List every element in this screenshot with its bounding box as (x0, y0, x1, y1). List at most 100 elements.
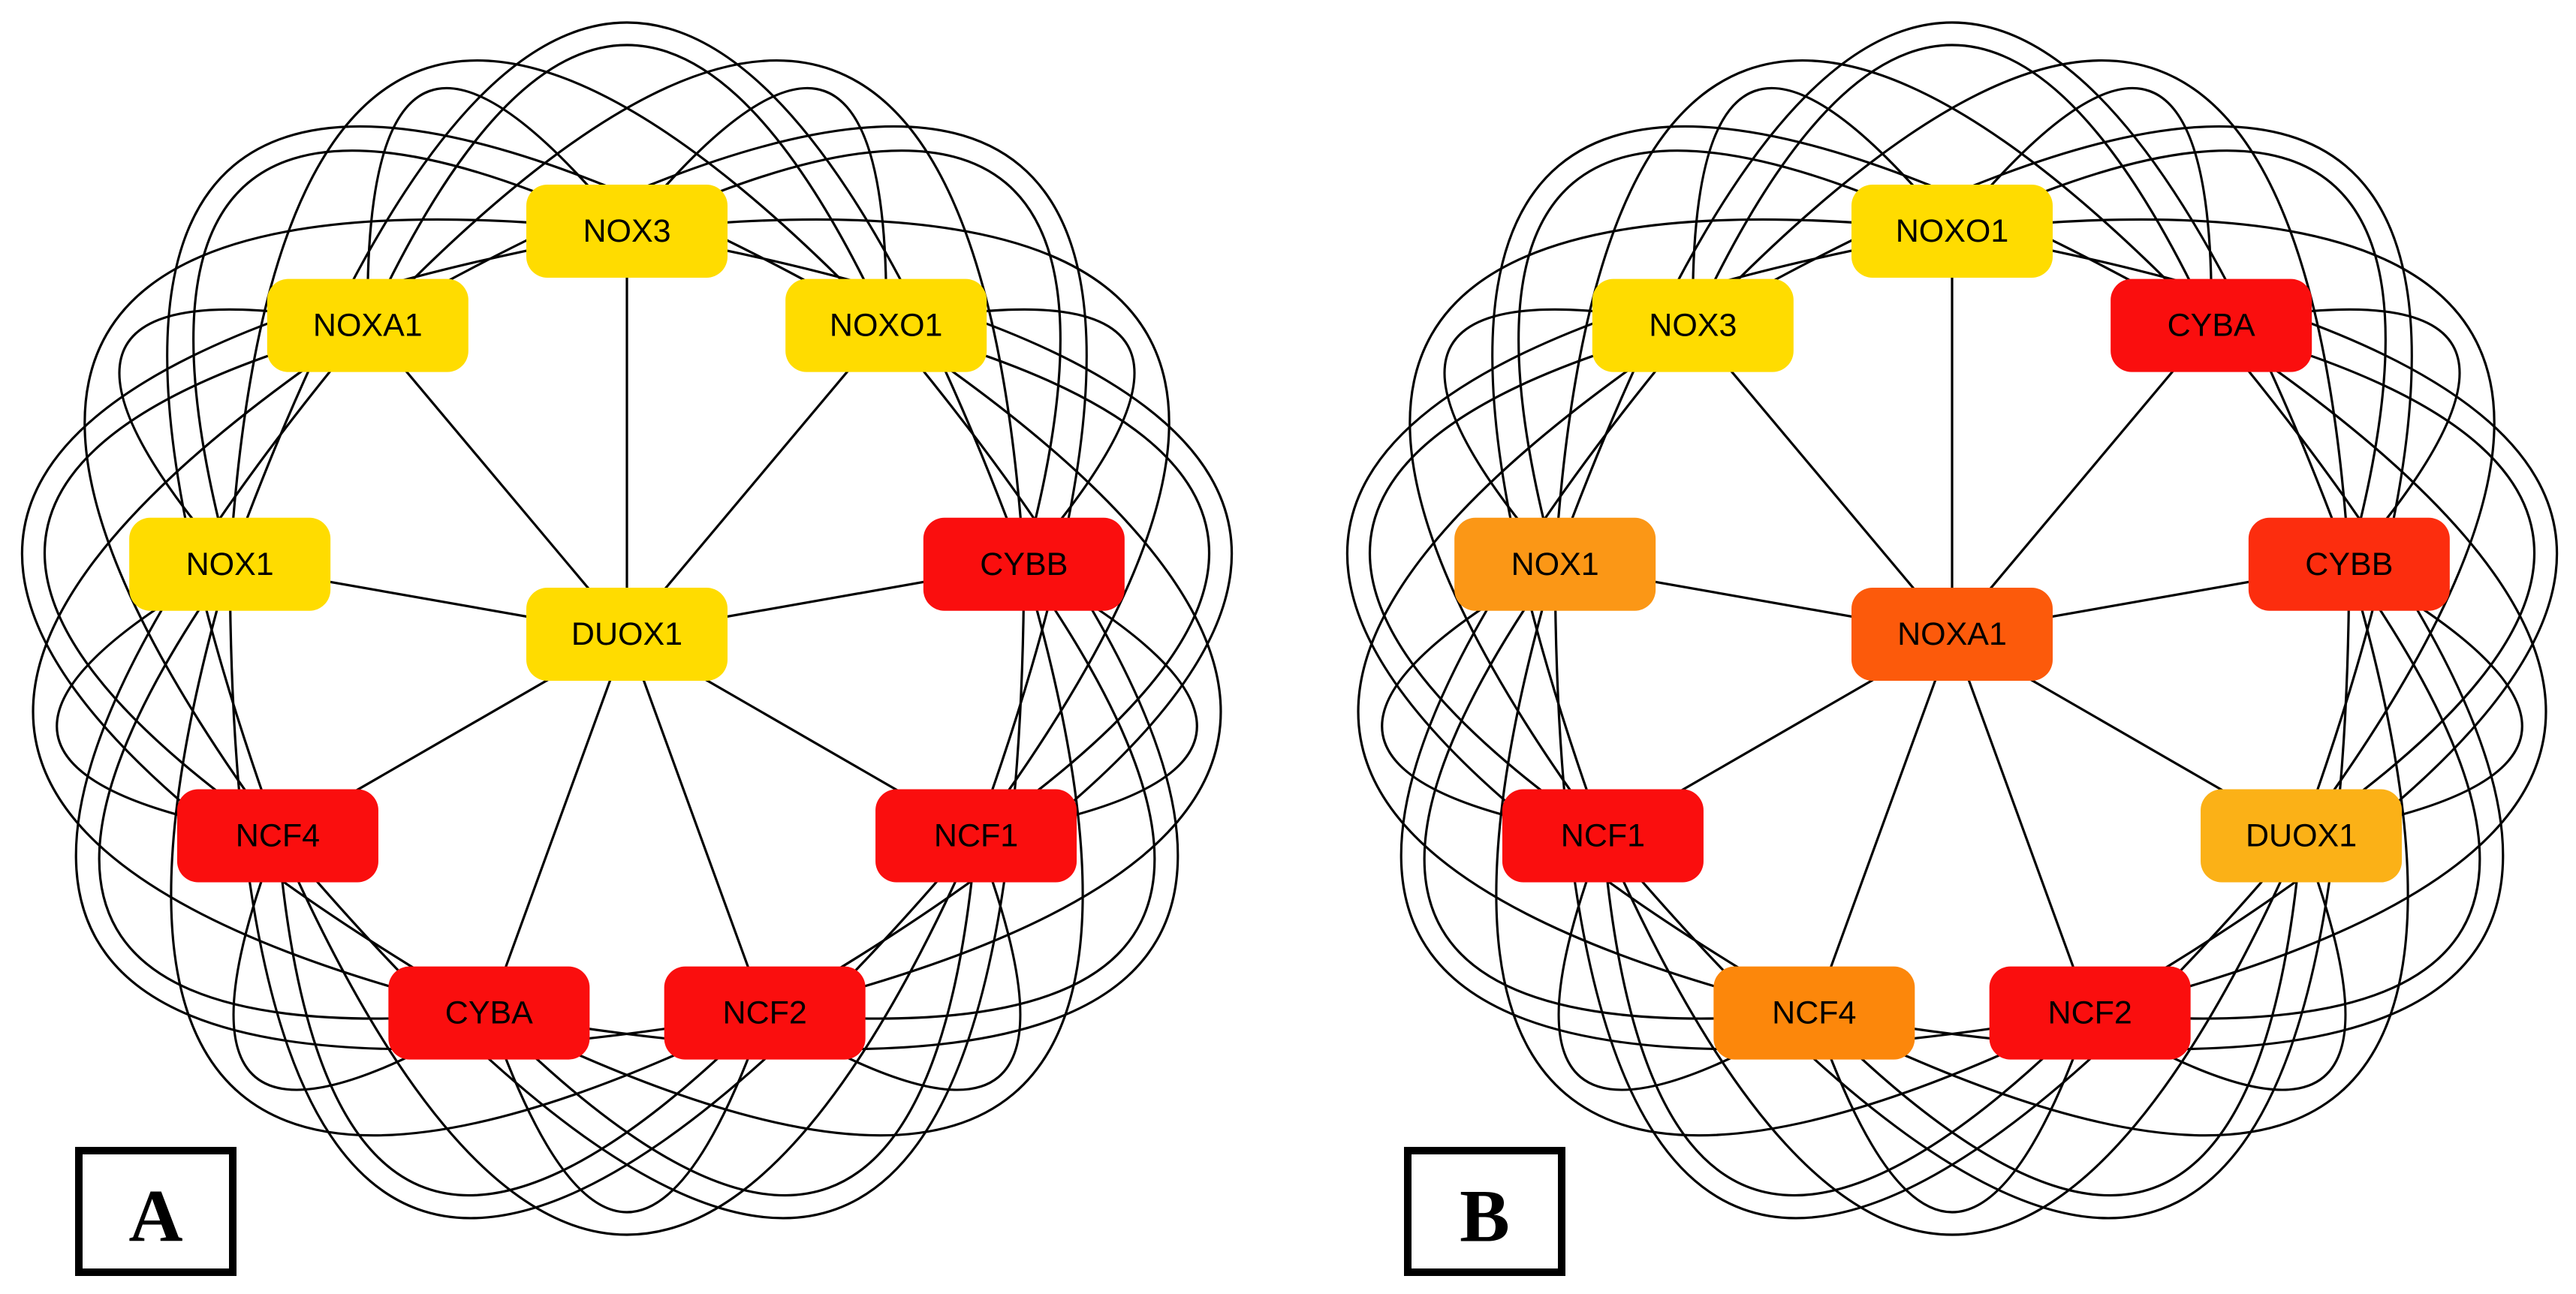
edge-arc-CYBB-CYBA (2210, 308, 2461, 565)
node-label-A-NCF4: NCF4 (236, 818, 320, 854)
edge-arc-NCF2-CYBB (2089, 563, 2481, 1020)
panel-label-box-A: A (75, 1147, 237, 1276)
node-B-NOX3: NOX3 (1592, 278, 1794, 372)
edge-spoke-NOXA1-NCF2 (1951, 633, 2092, 1014)
node-box-A-NOXA1 (267, 278, 469, 372)
node-A-NOXA1: NOXA1 (267, 278, 469, 372)
edge-arc-NCF1-CYBB (975, 563, 1198, 838)
edge-arc-NCF2-CYBB (764, 563, 1156, 1020)
node-A-NOXO1: NOXO1 (785, 278, 987, 372)
edge-spoke-DUOX1-NCF2 (625, 633, 767, 1014)
edge-arc-NOX3-CYBB (1692, 59, 2351, 564)
node-label-A-NCF2: NCF2 (723, 995, 807, 1031)
edge-arc-NCF1-NCF4 (1557, 835, 1815, 1091)
node-A-CYBB: CYBB (923, 517, 1125, 611)
edge-arc-NOXO1-NOX1 (1517, 149, 1953, 565)
node-box-A-NOX1 (129, 517, 331, 611)
node-B-DUOX1: DUOX1 (2201, 789, 2403, 883)
node-B-NCF1: NCF1 (1502, 789, 1704, 883)
node-A-NCF4: NCF4 (176, 789, 378, 883)
node-label-B-center-NOXA1: NOXA1 (1897, 616, 2007, 652)
edge-arc-NOX3-NOXO1 (625, 86, 887, 326)
node-label-B-NCF2: NCF2 (2048, 995, 2132, 1031)
edge-arc-NOX3-NOX1 (1443, 308, 1694, 565)
edge-arc-NOX1-CYBA (1553, 59, 2213, 564)
edge-arc-NCF2-DUOX1 (2089, 835, 2347, 1091)
node-A-NOX3: NOX3 (526, 185, 728, 278)
node-box-A-NCF4 (176, 789, 378, 883)
edge-arc-NCF1-DUOX1 (1601, 835, 2303, 1236)
edge-arc-NOX3-NOXA1 (366, 86, 628, 326)
edge-arc-CYBA-NCF1 (488, 835, 978, 1197)
edge-arc-NCF4-CYBA (232, 835, 490, 1091)
node-label-A-center-DUOX1: DUOX1 (571, 616, 682, 652)
node-box-B-NOX3 (1592, 278, 1794, 372)
edge-arc-NOXA1-CYBB (366, 59, 1026, 564)
node-label-B-CYBB: CYBB (2305, 546, 2393, 582)
edge-arc-NOXA1-CYBA (32, 324, 490, 1015)
edge-arc-NOXO1-NOX3 (1692, 86, 1954, 326)
panel-letter-A: A (128, 1175, 182, 1258)
edge-spoke-DUOX1-CYBA (487, 633, 628, 1014)
node-box-B-NCF2 (1989, 966, 2191, 1060)
edge-arc-NOXA1-NOX1 (118, 308, 369, 565)
node-B-NCF2: NCF2 (1989, 966, 2191, 1060)
panel-label-box-B: B (1404, 1147, 1565, 1276)
edge-spoke-NOXA1-CYBA (1951, 324, 2213, 636)
node-label-B-NOX1: NOX1 (1511, 546, 1599, 582)
node-box-B-center-NOXA1 (1851, 588, 2053, 681)
edge-spoke-NOXA1-NCF4 (1812, 633, 1954, 1014)
edge-arc-NOX1-NCF4 (56, 563, 279, 838)
node-box-B-NOX1 (1454, 517, 1656, 611)
edge-arc-NCF4-CYBB (1813, 564, 2409, 1137)
node-box-B-NCF4 (1713, 966, 1915, 1060)
node-box-A-CYBB (923, 517, 1125, 611)
edge-spoke-DUOX1-NOXA1 (366, 324, 628, 636)
edge-arc-NOXO1-CYBB (1951, 149, 2387, 565)
edge-arc-NOX1-NOXO1 (228, 59, 887, 564)
node-label-A-CYBB: CYBB (980, 546, 1068, 582)
node-B-CYBA: CYBA (2111, 278, 2312, 372)
node-A-NCF1: NCF1 (875, 789, 1077, 883)
node-label-A-NOXA1: NOXA1 (313, 308, 423, 344)
edge-arc-NOX1-NCF2 (1495, 564, 2091, 1137)
node-box-B-CYBA (2111, 278, 2312, 372)
edge-spoke-NOXA1-NOX3 (1692, 324, 1954, 636)
edge-arc-NOX1-NCF4 (1423, 563, 1815, 1020)
edge-arc-NOX1-CYBA (98, 563, 490, 1020)
panel-label-frame-B (1404, 1147, 1565, 1276)
edge-arc-NCF4-NCF2 (1812, 1013, 2092, 1214)
node-box-B-DUOX1 (2201, 789, 2403, 883)
node-box-A-NOXO1 (785, 278, 987, 372)
node-A-NOX1: NOX1 (129, 517, 331, 611)
edge-arc-NOX1-NCF2 (170, 564, 766, 1137)
edge-arc-NCF4-DUOX1 (1813, 835, 2303, 1197)
node-box-A-center-DUOX1 (526, 588, 728, 681)
node-box-B-NOXO1 (1851, 185, 2053, 278)
edge-arc-DUOX1-CYBA (2210, 324, 2536, 837)
node-label-B-NOX3: NOX3 (1649, 308, 1737, 344)
edge-arc-CYBA-CYBB (488, 564, 1084, 1137)
edge-arc-NOX3-CYBB (626, 149, 1062, 565)
edge-arc-NCF2-CYBA (2089, 324, 2547, 1015)
edge-arc-NOX3-NOX1 (192, 149, 628, 565)
node-A-center-DUOX1: DUOX1 (526, 588, 728, 681)
node-label-A-NOX1: NOX1 (186, 546, 274, 582)
node-box-A-NCF1 (875, 789, 1077, 883)
edge-arc-NOX3-NCF4 (83, 218, 628, 837)
edge-arc-DUOX1-CYBB (2300, 563, 2523, 838)
edge-arc-NOX3-NCF4 (1357, 324, 1815, 1015)
edge-arc-NOX3-CYBA (1692, 44, 2213, 327)
edge-arc-NCF4-NCF2 (276, 835, 766, 1197)
edge-arc-CYBA-NCF2 (487, 1013, 767, 1214)
node-B-NCF4: NCF4 (1713, 966, 1915, 1060)
node-B-CYBB: CYBB (2248, 517, 2450, 611)
edge-arc-NOXO1-DUOX1 (1951, 218, 2496, 837)
node-label-A-CYBA: CYBA (445, 995, 533, 1031)
node-box-A-NCF2 (664, 966, 866, 1060)
node-label-A-NOXO1: NOXO1 (830, 308, 943, 344)
